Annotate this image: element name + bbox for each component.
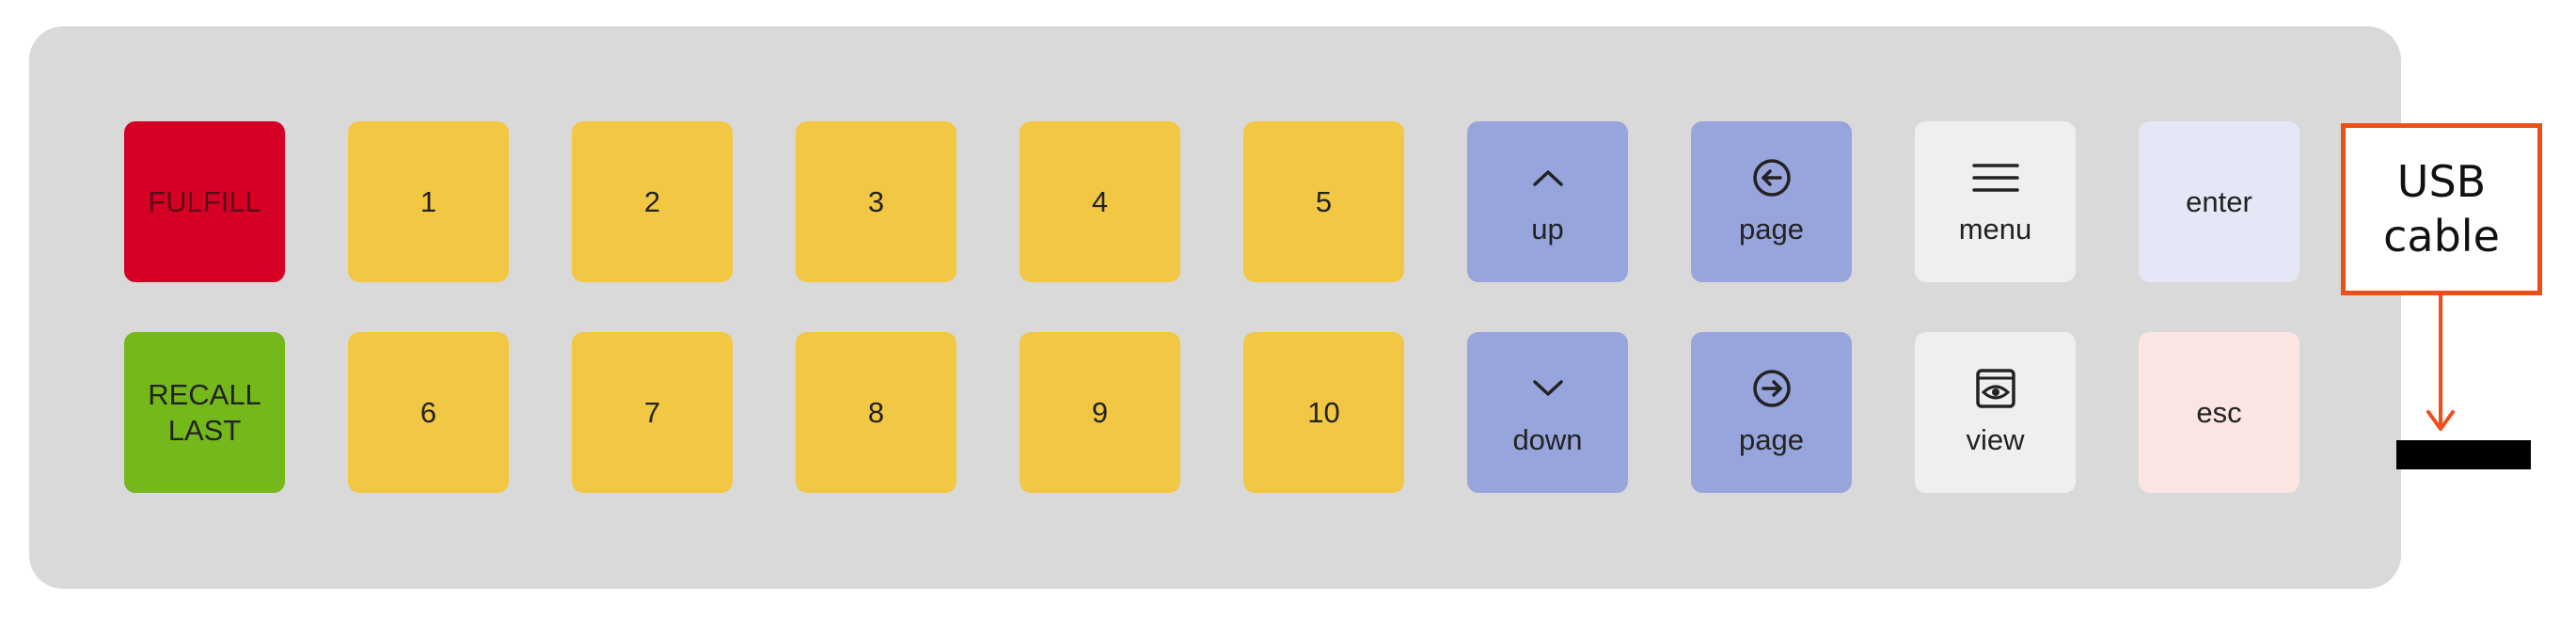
number-key-3[interactable]: 3 — [796, 121, 956, 282]
down-key[interactable]: down — [1467, 332, 1628, 493]
enter-key[interactable]: enter — [2139, 121, 2299, 282]
eye-icon — [1975, 368, 2016, 409]
number-key-label: 6 — [419, 395, 437, 429]
usb-cable-connector — [2396, 440, 2531, 469]
number-key-label: 10 — [1307, 395, 1340, 429]
usb-callout-line-1: USB — [2396, 156, 2487, 207]
keypad-body: FULFILL 1 2 3 4 5 up page menu enter REC… — [29, 26, 2401, 589]
number-key-label: 7 — [643, 395, 661, 429]
page-back-key-label: page — [1739, 212, 1804, 246]
usb-callout-line-2: cable — [2383, 210, 2500, 261]
number-key-4[interactable]: 4 — [1019, 121, 1180, 282]
number-key-9[interactable]: 9 — [1019, 332, 1180, 493]
up-key-label: up — [1531, 212, 1564, 246]
recall-last-key[interactable]: RECALL LAST — [124, 332, 285, 493]
number-key-8[interactable]: 8 — [796, 332, 956, 493]
chevron-up-icon — [1529, 157, 1567, 198]
number-key-label: 8 — [867, 395, 885, 429]
up-key[interactable]: up — [1467, 121, 1628, 282]
view-key[interactable]: view — [1915, 332, 2076, 493]
usb-cable-callout: USB cable — [2341, 123, 2542, 295]
number-key-label: 1 — [419, 184, 437, 218]
number-key-label: 2 — [643, 184, 661, 218]
menu-key-label: menu — [1958, 212, 2032, 246]
number-key-5[interactable]: 5 — [1243, 121, 1404, 282]
enter-key-label: enter — [2186, 184, 2252, 218]
view-key-label: view — [1966, 422, 2025, 456]
number-key-label: 5 — [1315, 184, 1333, 218]
page-back-key[interactable]: page — [1691, 121, 1852, 282]
number-key-label: 4 — [1091, 184, 1109, 218]
page-forward-key[interactable]: page — [1691, 332, 1852, 493]
fulfill-key[interactable]: FULFILL — [124, 121, 285, 282]
number-key-label: 3 — [867, 184, 885, 218]
number-key-label: 9 — [1091, 395, 1109, 429]
chevron-down-icon — [1529, 368, 1567, 409]
fulfill-key-label: FULFILL — [148, 184, 261, 218]
esc-key[interactable]: esc — [2139, 332, 2299, 493]
circle-arrow-right-icon — [1751, 368, 1793, 409]
hamburger-menu-icon — [1971, 157, 2020, 198]
esc-key-label: esc — [2196, 395, 2242, 429]
recall-last-key-label: RECALL LAST — [148, 378, 261, 447]
number-key-6[interactable]: 6 — [348, 332, 509, 493]
number-key-1[interactable]: 1 — [348, 121, 509, 282]
circle-arrow-left-icon — [1751, 157, 1793, 198]
number-key-7[interactable]: 7 — [572, 332, 733, 493]
down-key-label: down — [1512, 422, 1583, 456]
number-key-2[interactable]: 2 — [572, 121, 733, 282]
page-forward-key-label: page — [1739, 422, 1804, 456]
callout-arrow — [2426, 295, 2455, 431]
menu-key[interactable]: menu — [1915, 121, 2076, 282]
number-key-10[interactable]: 10 — [1243, 332, 1404, 493]
